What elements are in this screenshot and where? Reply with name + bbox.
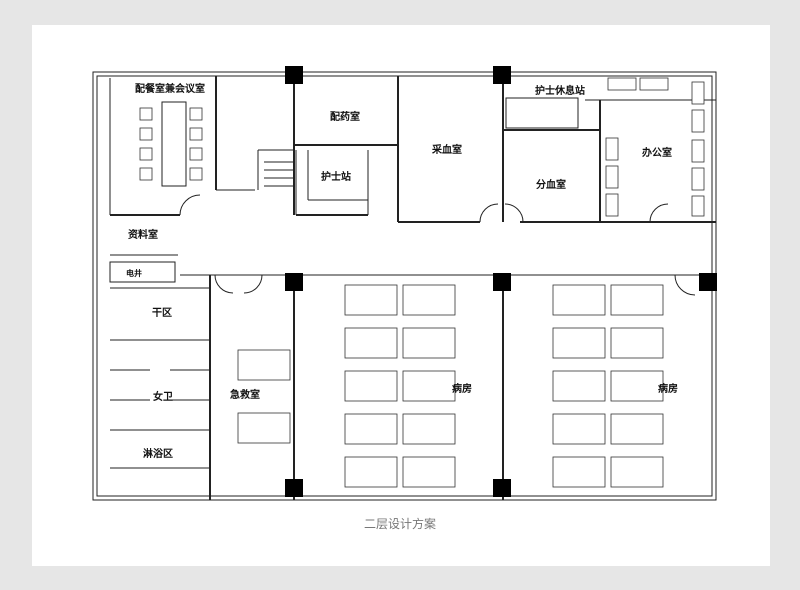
room-label-ward-2: 病房 [658,382,678,395]
ward-beds [344,284,664,488]
room-label-blood-separation: 分血室 [536,178,566,191]
emergency-beds [237,349,291,444]
structural-columns [285,66,717,497]
room-label-pharmacy: 配药室 [330,110,360,123]
room-label-womens-restroom: 女卫 [153,390,173,403]
room-label-shower-area: 淋浴区 [143,447,173,460]
room-label-nurse-rest: 护士休息站 [535,84,585,97]
room-label-dining-meeting: 配餐室兼会议室 [135,82,205,95]
room-label-emergency: 急救室 [230,388,260,401]
room-label-nurse-station: 护士站 [321,170,351,183]
meeting-table [139,101,203,187]
room-label-office: 办公室 [642,146,672,159]
office-desks [605,77,705,217]
room-label-archive: 资料室 [128,228,158,241]
interior-walls [109,76,716,500]
plan-caption: 二层设计方案 [364,516,436,531]
stairs [257,149,294,190]
room-label-dry-area: 干区 [152,307,172,319]
room-label-ward-1: 病房 [452,382,472,395]
room-label-blood-collection: 采血室 [431,143,462,156]
room-label-electrical-shaft: 电井 [126,268,142,278]
